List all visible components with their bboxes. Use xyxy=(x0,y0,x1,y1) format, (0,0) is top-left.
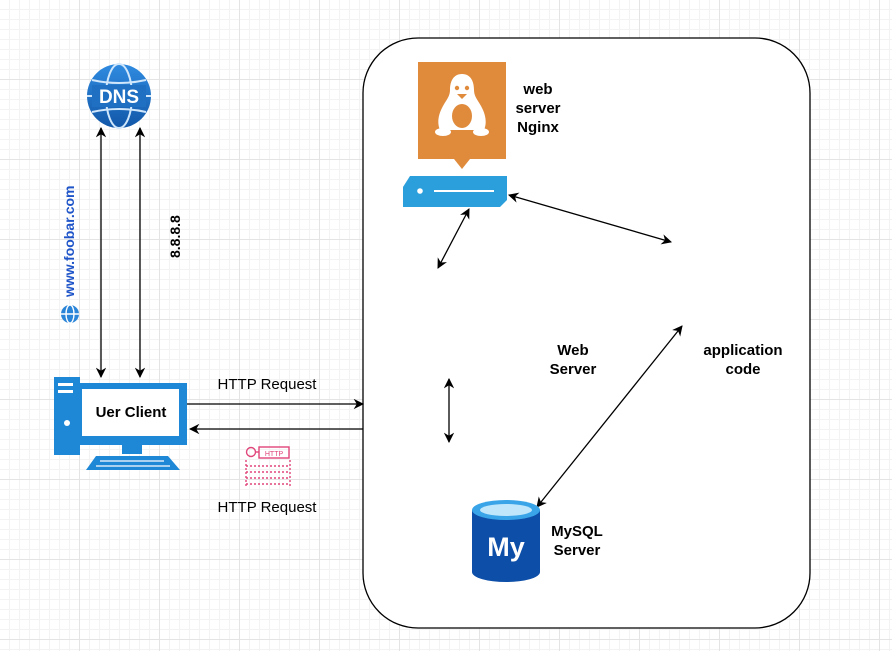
dns-globe-icon xyxy=(87,63,151,129)
domain-label: www.foobar.com xyxy=(61,186,77,299)
http-icon xyxy=(245,446,291,487)
nginx-linux-icon xyxy=(418,62,506,169)
http-request-label-in: HTTP Request xyxy=(218,499,318,516)
mysql-server-label: MySQL Server xyxy=(551,523,603,559)
dns-label: DNS xyxy=(99,87,139,108)
mysql-logo-text: My xyxy=(487,532,525,562)
nginx-appcode-arrow xyxy=(508,192,672,245)
server-icon xyxy=(403,176,507,207)
mysql-database-icon: My xyxy=(472,500,540,582)
web-server-label: Web Server xyxy=(549,342,597,378)
globe-icon xyxy=(61,304,79,324)
application-code-label: application code xyxy=(703,342,783,378)
appcode-mysql-arrow xyxy=(536,325,683,508)
http-badge-label: HTTP xyxy=(265,451,284,458)
ip-label: 8.8.8.8 xyxy=(167,215,183,258)
nginx-webserver-arrow xyxy=(437,208,470,269)
computer-icon xyxy=(54,377,187,470)
nginx-label: web server Nginx xyxy=(515,81,561,136)
client-label: Uer Client xyxy=(96,404,167,421)
http-request-label-out: HTTP Request xyxy=(218,376,318,393)
